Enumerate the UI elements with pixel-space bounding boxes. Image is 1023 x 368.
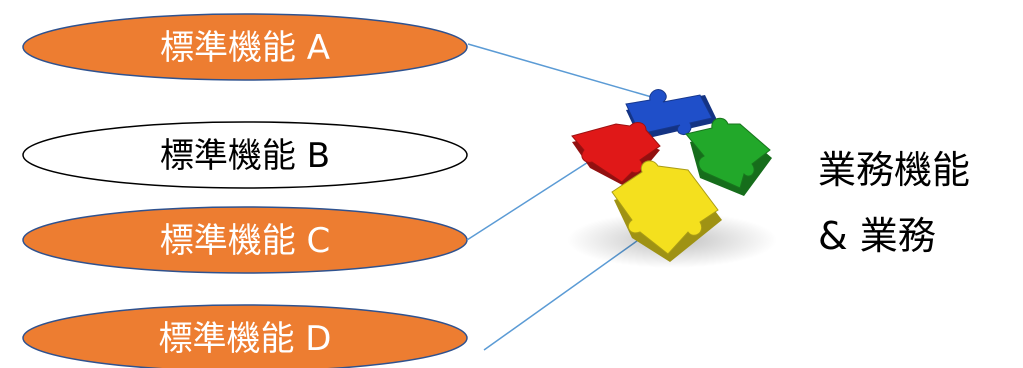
- puzzle-piece-yellow: [611, 160, 722, 262]
- function-pill-c: 標準機能 C: [22, 206, 468, 274]
- puzzle-piece-blue: [625, 89, 718, 140]
- function-label-c: 標準機能 C: [160, 221, 331, 261]
- puzzle-piece-green: [685, 117, 772, 196]
- function-label-d: 標準機能 D: [159, 319, 332, 359]
- function-pill-b: 標準機能 B: [22, 121, 468, 189]
- connector-arrow-c: [466, 147, 611, 241]
- function-pill-d: 標準機能 D: [22, 304, 468, 368]
- function-pill-a: 標準機能 A: [22, 13, 468, 81]
- function-label-a: 標準機能 A: [160, 28, 330, 68]
- function-label-b: 標準機能 B: [160, 136, 330, 176]
- connector-arrow-a: [467, 43, 663, 102]
- business-label-line2: & 業務: [818, 214, 936, 258]
- puzzle-pieces-icon: [567, 89, 777, 268]
- business-label-line1: 業務機能: [818, 148, 970, 192]
- puzzle-piece-red: [571, 122, 661, 188]
